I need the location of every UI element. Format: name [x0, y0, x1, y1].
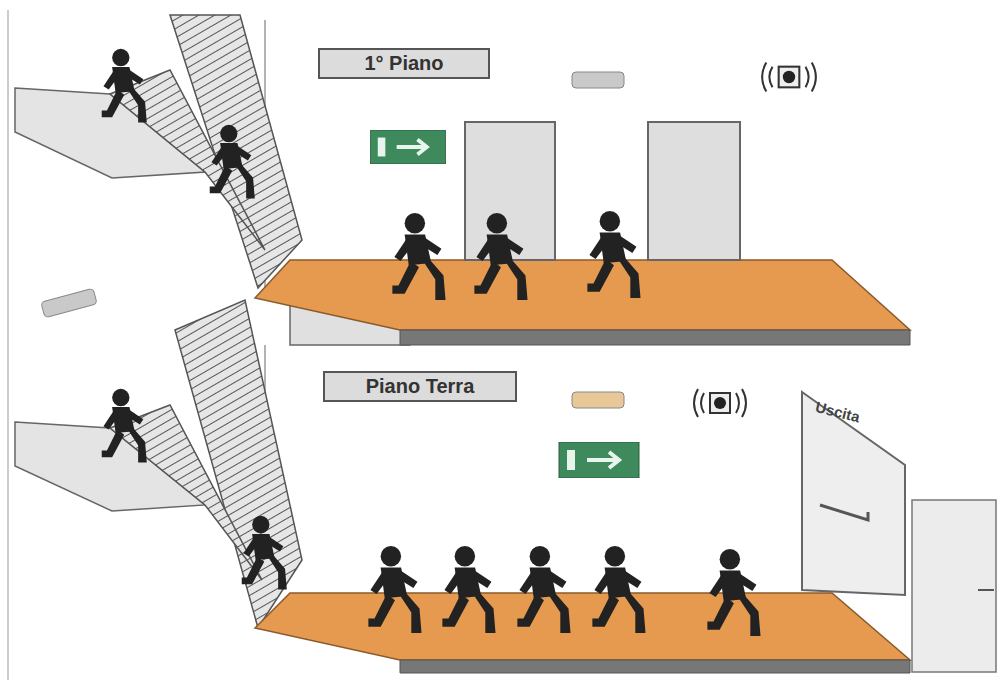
floor-name: 1° Piano	[364, 52, 443, 75]
floor-name: Piano Terra	[366, 375, 475, 398]
floor-label-box: 1° Piano	[318, 48, 490, 79]
floor-label-box: Piano Terra	[323, 371, 517, 402]
